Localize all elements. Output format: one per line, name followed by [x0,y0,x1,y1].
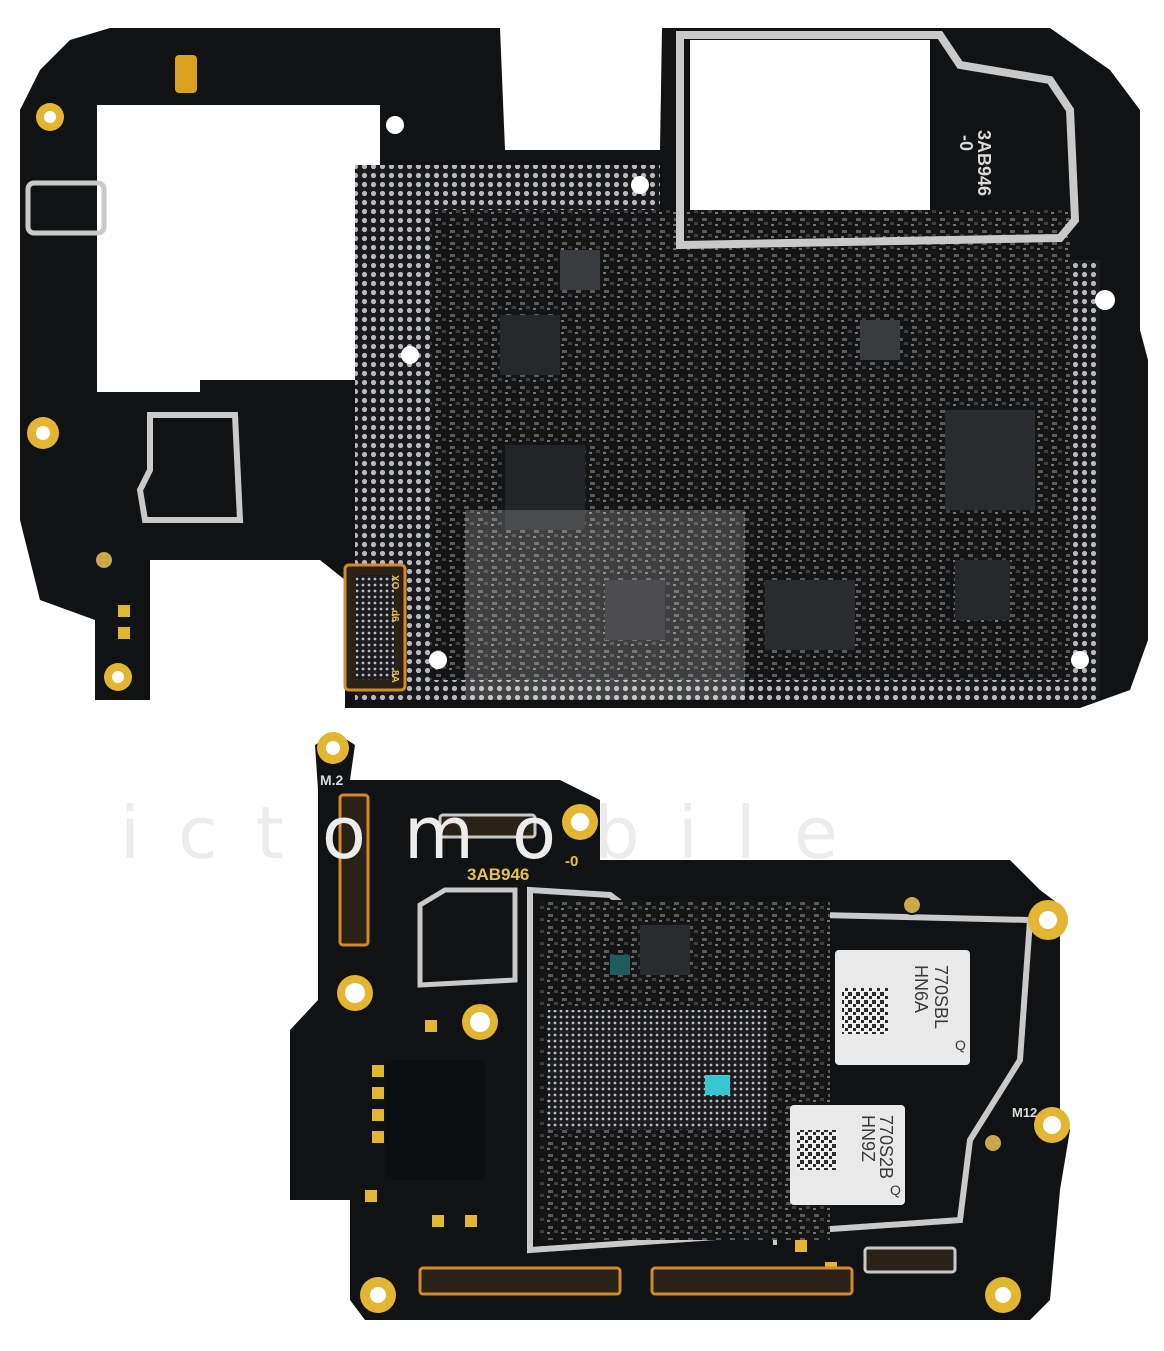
mount-hole-5 [631,176,649,194]
module-2-line-1: 770S2B [876,1115,896,1179]
chip-d [560,250,600,290]
antenna-connector-2 [983,1133,1003,1153]
flex-connector-bottom-3 [863,1246,957,1274]
antenna-connector-3 [94,550,114,570]
chip-c [955,560,1010,620]
vga-block [385,1060,485,1180]
rf-module-1 [835,950,970,1065]
mount-hole-7 [1071,651,1089,669]
label-m2-right: M12 [1012,1105,1037,1120]
antenna-connector-1 [902,895,922,915]
label-m2-top: M.2 [320,772,344,788]
watermark-text: ictomobile [120,791,876,875]
chip-a [500,315,560,375]
bottom-board: 770SBL HN6A Q 770S2B HN9Z Q M [94,550,1070,1320]
board-code: 3AB946 [467,865,529,884]
flex-connector-bottom-1 [418,1266,622,1296]
shield-wall-small [417,887,518,988]
top-board: -0 3AB946 XO d6 8A [20,28,1148,708]
bga-area [548,1010,768,1130]
top-marking-2: 3AB946 [974,130,994,196]
chip-main-bottom [640,925,690,975]
board-rev: -0 [565,853,578,870]
mount-hole-6 [1095,290,1115,310]
shield-bracket-small [136,412,244,523]
module-1-line-2: HN6A [911,965,931,1013]
module-2-corner: Q [890,1182,901,1198]
connector-label-2: d6 [389,610,400,622]
top-marking-1: -0 [956,135,976,151]
connector-label-3: 8A [389,670,400,683]
mount-hole-9 [401,346,419,364]
module-2-line-2: HN9Z [858,1115,878,1162]
ram-chip [765,580,855,650]
module-1-line-1: 770SBL [931,965,951,1029]
module-1-corner: Q [955,1037,966,1053]
mount-hole-8 [429,651,447,669]
flex-connector-bottom-2 [650,1266,854,1296]
mount-hole-4 [386,116,404,134]
flex-connector-left [338,793,370,947]
soc-chip [945,410,1035,510]
connector-label-1: XO [389,575,400,590]
shield-bracket-camera [676,31,1080,250]
chip-b [605,580,665,640]
chip-e [860,320,900,360]
flex-connector-small [438,813,537,839]
pmic-chip [505,445,585,530]
shield-bracket-left [25,180,107,236]
watermark-logo [465,510,745,700]
